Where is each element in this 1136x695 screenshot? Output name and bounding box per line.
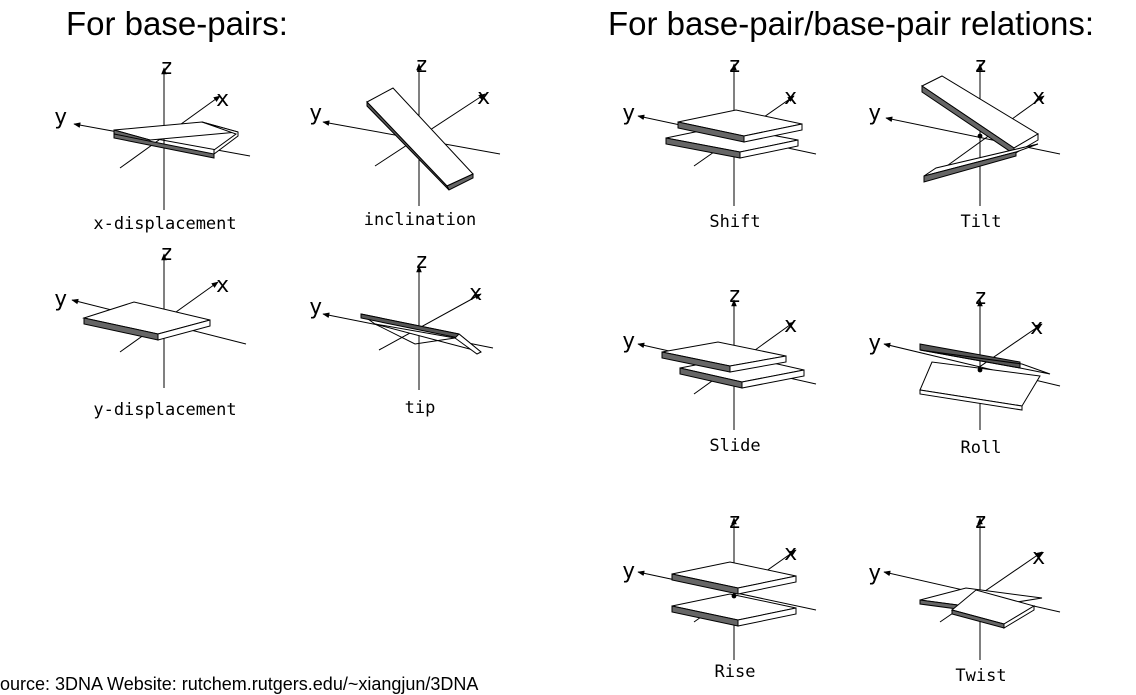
z-axis-label: z xyxy=(415,249,428,274)
x-axis-label: x xyxy=(784,85,797,110)
y-axis-label: y xyxy=(622,101,635,126)
tilt-caption: Tilt xyxy=(960,212,1002,232)
z-axis-label: z xyxy=(415,53,428,78)
y-axis-label: y xyxy=(622,559,635,584)
tip-caption: tip xyxy=(404,398,436,418)
y-axis-label: y xyxy=(868,101,881,126)
panel-tilt: z x y Tilt xyxy=(866,53,1096,236)
x-axis-label: x xyxy=(1032,85,1045,110)
right-heading: For base-pair/base-pair relations: xyxy=(608,5,1095,42)
tilt-diagram: z x y xyxy=(868,53,1096,236)
x-axis-label: x xyxy=(1032,545,1045,570)
z-axis-label: z xyxy=(974,509,987,534)
z-axis-label: z xyxy=(974,53,987,78)
x-axis-label: x xyxy=(1030,315,1043,340)
panel-x-displacement: z x y x-displacement xyxy=(50,55,280,240)
y-displacement-caption: y-displacement xyxy=(93,400,237,420)
panel-roll: z x y Roll xyxy=(866,285,1096,466)
z-axis-label: z xyxy=(728,53,741,78)
roll-caption: Roll xyxy=(960,438,1002,458)
rise-diagram: z x y xyxy=(622,509,850,692)
y-displacement-diagram: z x y xyxy=(54,241,280,428)
panel-inclination: z x y inclination xyxy=(305,53,535,236)
twist-diagram: z x y xyxy=(868,509,1096,692)
panel-y-displacement: z x y y-displacement xyxy=(50,241,280,428)
x-axis-label: x xyxy=(216,87,229,112)
slide-caption: Slide xyxy=(709,436,761,456)
z-axis-label: z xyxy=(974,285,987,310)
x-axis-label: x xyxy=(216,273,229,298)
slide-diagram: z x y xyxy=(622,283,850,466)
y-axis-label: y xyxy=(309,101,322,126)
twist-caption: Twist xyxy=(955,666,1007,686)
inclination-diagram: z x y xyxy=(309,53,535,236)
panel-shift: z x y Shift xyxy=(620,53,850,236)
y-axis-label: y xyxy=(309,295,322,320)
z-axis-label: z xyxy=(160,241,173,266)
y-axis-label: y xyxy=(868,331,881,356)
shift-caption: Shift xyxy=(709,212,761,232)
y-axis-label: y xyxy=(622,329,635,354)
z-axis-label: z xyxy=(728,509,741,534)
inclination-caption: inclination xyxy=(363,210,477,230)
x-displacement-caption: x-displacement xyxy=(93,214,237,234)
x-axis-label: x xyxy=(784,313,797,338)
tip-diagram: z x y xyxy=(309,249,535,434)
rise-caption: Rise xyxy=(714,662,756,682)
panel-rise: z x y Rise xyxy=(620,509,850,692)
panel-tip: z x y tip xyxy=(305,249,535,434)
roll-diagram: z x y xyxy=(868,285,1096,466)
y-axis-label: y xyxy=(54,105,67,130)
x-displacement-diagram: z x y xyxy=(54,55,280,240)
y-axis-label: y xyxy=(868,561,881,586)
left-heading: For base-pairs: xyxy=(66,5,288,42)
y-axis-label: y xyxy=(54,287,67,312)
panel-twist: z x y Twist xyxy=(866,509,1096,692)
x-axis-label: x xyxy=(477,85,490,110)
x-axis-label: x xyxy=(784,541,797,566)
shift-diagram: z x y xyxy=(622,53,850,236)
source-credit: ource: 3DNA Website: rutchem.rutgers.edu… xyxy=(0,674,479,694)
panel-slide: z x y Slide xyxy=(620,283,850,466)
x-axis-label: x xyxy=(469,281,482,306)
z-axis-label: z xyxy=(160,55,173,80)
z-axis-label: z xyxy=(728,283,741,308)
